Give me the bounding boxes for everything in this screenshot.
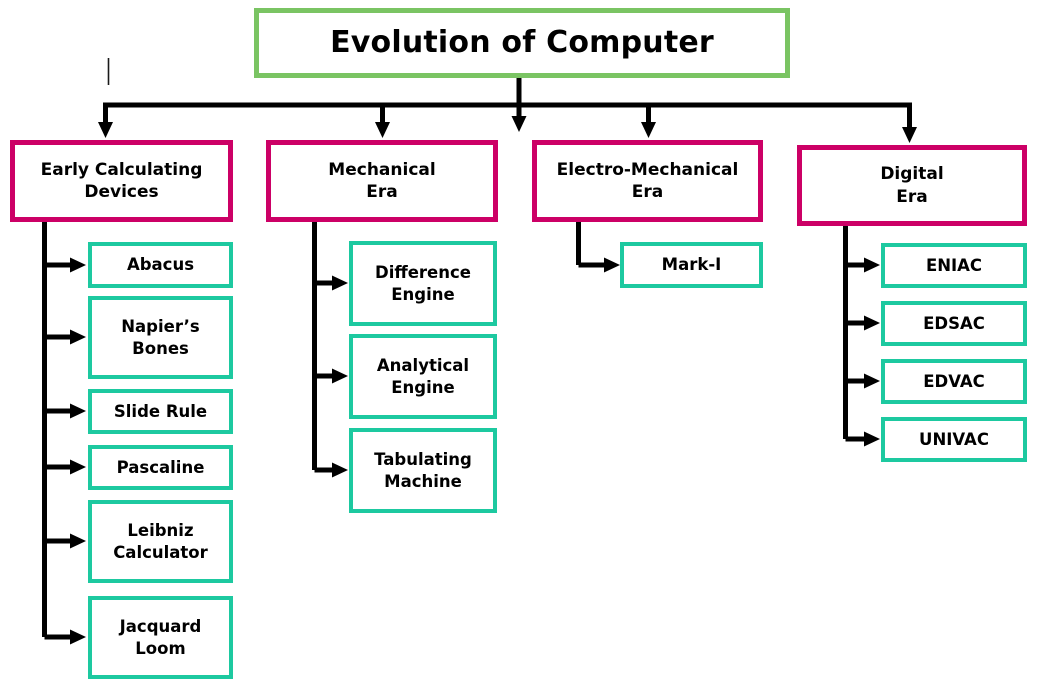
bus-arrow-electro [641,122,656,138]
node-electro-mechanical-era[interactable]: Electro-Mechanical Era [532,140,763,222]
branch-arrow-mark-i [604,257,620,273]
bus-arrow-mechanical [375,122,390,138]
node-mechanical-era[interactable]: Mechanical Era [266,140,498,222]
node-abacus[interactable]: Abacus [88,242,233,288]
branch-arrow-univac [864,431,880,447]
branch-arrow-slide-rule [70,403,86,419]
bus-arrow-early [98,122,113,138]
branch-arrow-pascaline [70,459,86,475]
node-slide-rule[interactable]: Slide Rule [88,389,233,434]
bus-arrow-digital [902,127,917,143]
title-stem-arrowhead [511,116,527,132]
node-napiers-bones[interactable]: Napier’s Bones [88,296,233,379]
branch-arrow-napiers-bones [70,329,86,345]
node-analytical-engine[interactable]: Analytical Engine [349,334,497,419]
node-mark-i[interactable]: Mark-I [620,242,763,288]
node-digital-era[interactable]: Digital Era [797,145,1027,226]
branch-arrow-abacus [70,257,86,273]
node-eniac[interactable]: ENIAC [881,243,1027,288]
branch-arrow-edvac [864,373,880,389]
node-edsac[interactable]: EDSAC [881,301,1027,346]
branch-arrow-leibniz [70,533,86,549]
node-univac[interactable]: UNIVAC [881,417,1027,462]
node-pascaline[interactable]: Pascaline [88,445,233,490]
branch-arrow-jacquard [70,629,86,645]
branch-arrow-analytical-engine [332,368,348,384]
node-leibniz-calculator[interactable]: Leibniz Calculator [88,500,233,583]
node-early-calculating-devices[interactable]: Early Calculating Devices [10,140,233,222]
branch-arrow-edsac [864,315,880,331]
branch-arrow-difference-engine [332,275,348,291]
node-title[interactable]: Evolution of Computer [254,8,790,78]
node-tabulating-machine[interactable]: Tabulating Machine [349,428,497,513]
node-edvac[interactable]: EDVAC [881,359,1027,404]
branch-arrow-eniac [864,257,880,273]
branch-arrow-tabulating-machine [332,462,348,478]
node-difference-engine[interactable]: Difference Engine [349,241,497,326]
node-jacquard-loom[interactable]: Jacquard Loom [88,596,233,679]
